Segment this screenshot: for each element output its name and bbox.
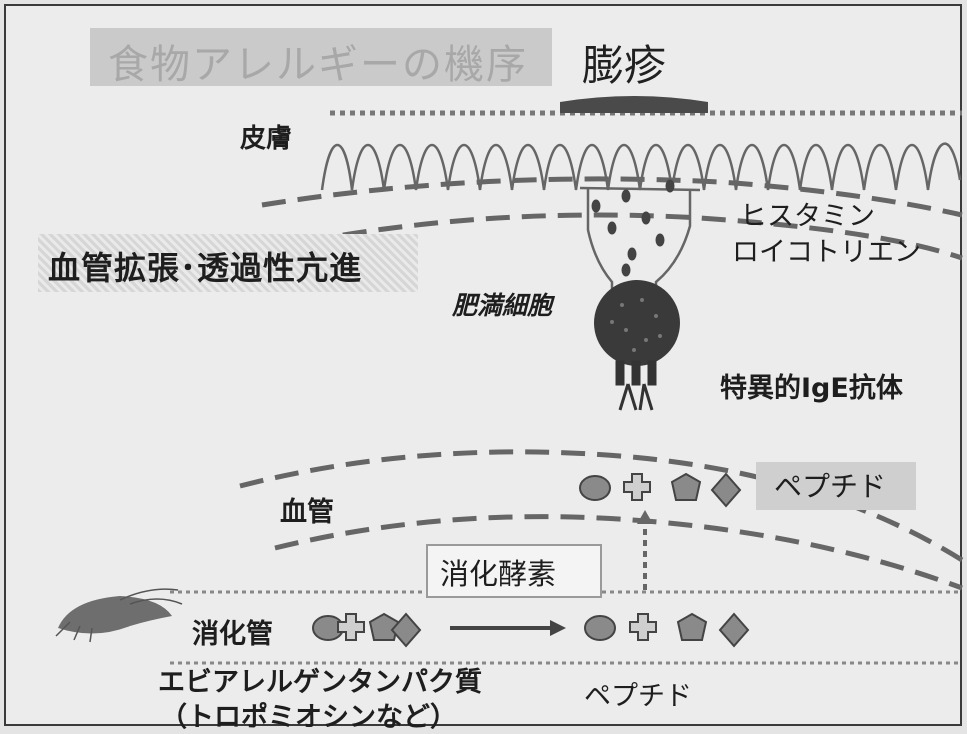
wheal-label: 膨疹 (582, 41, 667, 90)
allergen-protein-chain (312, 612, 422, 648)
arrow-right-icon (450, 620, 566, 636)
digestive-enzyme-label: 消化酵素 (440, 557, 557, 591)
title-box (90, 28, 552, 86)
degranulation-rim (579, 186, 701, 192)
vessel-dashed-curve-2 (274, 514, 963, 591)
vasodilation-label: 血管拡張･透過性亢進 (48, 249, 363, 287)
skin-wave-line (320, 142, 962, 191)
ige-antibody-label: 特異的IgE抗体 (720, 373, 903, 404)
degranulation-outline (586, 188, 692, 300)
peptide-top-label: ペプチド (774, 470, 887, 503)
vessel-dashed-curve-1 (239, 449, 964, 563)
peptide-label-box (756, 462, 916, 510)
leukotriene-label: ロイコトリエン (732, 237, 921, 268)
histamine-granules (591, 179, 675, 277)
diagram-title: 食物アレルギーの機序 (108, 42, 528, 88)
shrimp-icon (55, 588, 183, 643)
mast-cell-label: 肥満細胞 (452, 291, 553, 320)
blood-vessel-label: 血管 (280, 497, 334, 528)
ige-antibody-icon (615, 360, 657, 411)
skin-label: 皮膚 (240, 124, 293, 154)
arrow-up-icon (637, 510, 653, 590)
wheal-shape (560, 96, 708, 113)
peptides-in-gut (584, 612, 750, 648)
digestive-tract-label: 消化管 (192, 619, 273, 650)
histamine-label: ヒスタミン (740, 201, 875, 232)
shrimp-allergen-label: エビアレルゲンタンパク質 (158, 667, 482, 698)
upper-dashed-curve-1 (261, 176, 963, 218)
peptide-bottom-label: ペプチド (584, 681, 692, 712)
diagram-frame (4, 4, 962, 726)
digestive-enzyme-box (426, 544, 602, 598)
upper-dashed-curve-2 (271, 212, 963, 261)
peptides-in-vessel (579, 472, 742, 508)
tropomyosin-label: （トロポミオシンなど） (160, 702, 457, 733)
vasodilation-box (38, 234, 418, 292)
mast-cell-icon (594, 280, 680, 366)
